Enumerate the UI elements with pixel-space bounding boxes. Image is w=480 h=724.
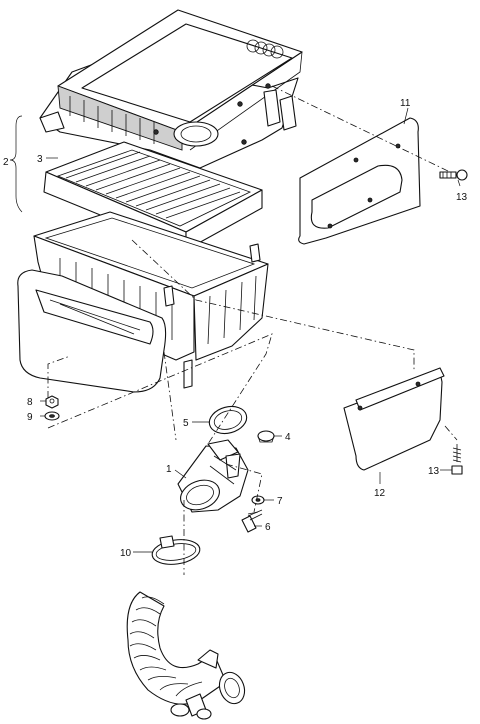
callout-labels: 2 3 11 13 8 9 5 4 1 7 6 10 12 13	[3, 98, 468, 559]
reference-lines	[9, 85, 461, 575]
callout-3: 3	[37, 154, 43, 165]
washer-9	[44, 411, 60, 421]
callout-12: 12	[374, 488, 386, 499]
callout-8: 8	[27, 397, 33, 408]
intake-hose	[126, 591, 246, 720]
callout-7: 7	[277, 496, 283, 507]
air-filter-housing-lower	[17, 211, 269, 393]
bracket-12	[343, 367, 445, 471]
callout-10: 10	[120, 548, 132, 559]
screw-13-bottom	[451, 444, 463, 475]
callout-5: 5	[183, 418, 189, 429]
callout-13-bottom: 13	[428, 466, 440, 477]
callout-6: 6	[265, 522, 271, 533]
callout-4: 4	[285, 432, 291, 443]
washer-7	[251, 495, 265, 505]
callout-11: 11	[400, 98, 411, 109]
seal-ring-5	[208, 405, 248, 435]
bracket-11	[298, 117, 421, 245]
callout-9: 9	[27, 412, 33, 423]
nut-8	[45, 395, 59, 409]
callout-13-top: 13	[456, 192, 468, 203]
bolt-6	[241, 509, 263, 533]
callout-1: 1	[166, 464, 172, 475]
hose-clamp-10	[151, 535, 201, 565]
air-filter-housing-cover	[39, 9, 303, 169]
callout-2: 2	[3, 157, 9, 168]
air-mass-meter-1	[177, 439, 249, 513]
audi-rings-logo	[246, 39, 284, 59]
cap-4	[257, 430, 275, 443]
screw-13-top	[439, 169, 468, 181]
